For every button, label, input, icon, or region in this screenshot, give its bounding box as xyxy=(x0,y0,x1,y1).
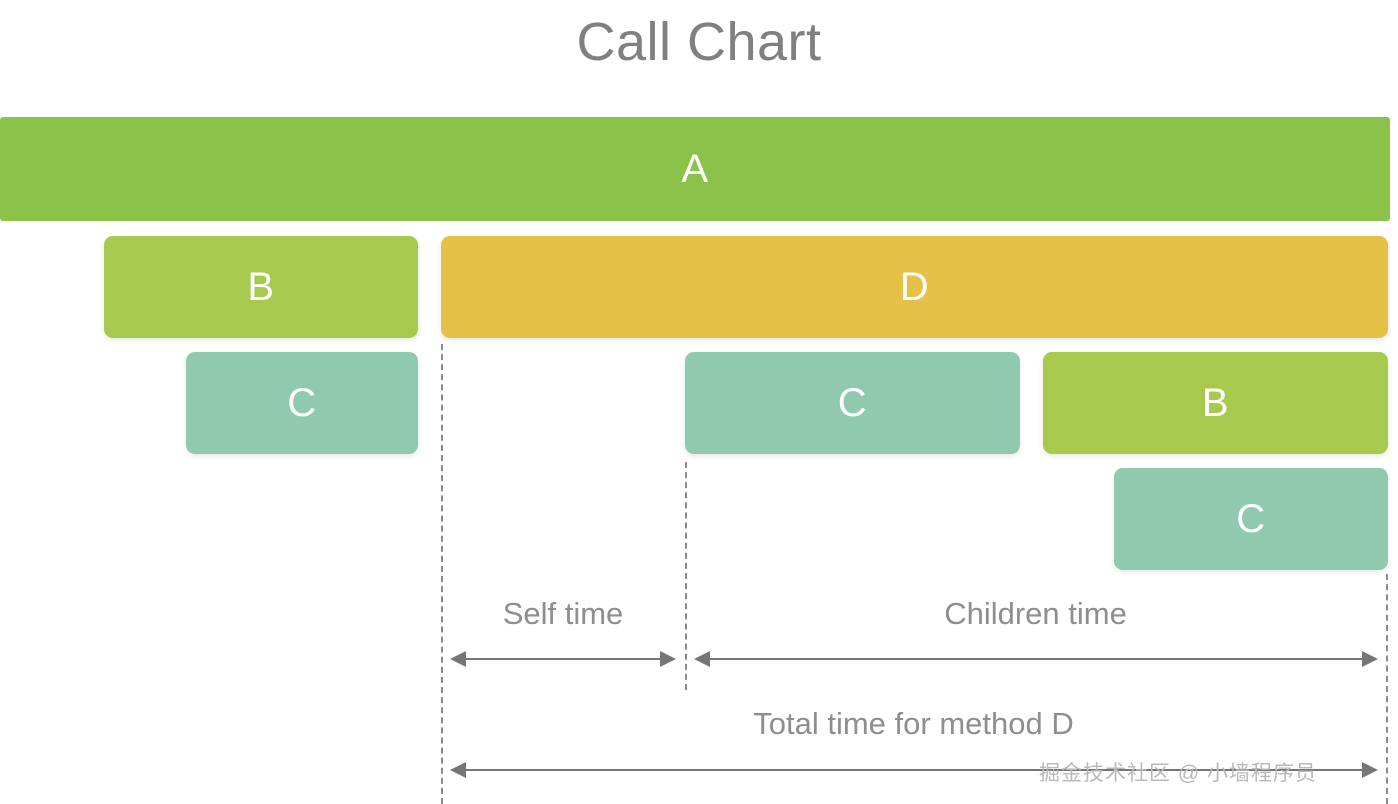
call-bar-label-c-level2-second: C xyxy=(837,381,868,425)
call-bar-d-level1[interactable]: D xyxy=(441,236,1388,338)
call-bar-b-level2[interactable]: B xyxy=(1043,352,1388,454)
arrow-head-left-icon xyxy=(450,762,466,778)
call-bar-c-level3[interactable]: C xyxy=(1114,468,1388,570)
arrow-head-right-icon xyxy=(660,651,676,667)
arrow-head-right-icon xyxy=(1362,762,1378,778)
arrow-shaft xyxy=(704,658,1368,660)
arrow-head-left-icon xyxy=(450,651,466,667)
children-time-arrow xyxy=(694,647,1378,671)
call-bar-label-d-level1: D xyxy=(899,265,930,309)
children-time-label: Children time xyxy=(944,596,1127,631)
guide-line-d-end xyxy=(1386,574,1388,804)
call-bar-label-c-level2-first: C xyxy=(287,381,317,425)
call-bar-c-level2-second[interactable]: C xyxy=(685,352,1020,454)
guide-line-d-start xyxy=(441,344,443,804)
arrow-head-right-icon xyxy=(1362,651,1378,667)
call-bar-label-a: A xyxy=(681,147,709,191)
self-time-label: Self time xyxy=(502,596,624,631)
call-bar-c-level2-first[interactable]: C xyxy=(186,352,418,454)
guide-line-self-children-split xyxy=(685,462,687,690)
self-time-arrow xyxy=(450,647,676,671)
call-bar-label-b-level2: B xyxy=(1201,381,1230,425)
call-bar-label-b-level1: B xyxy=(247,265,275,309)
call-bar-b-level1[interactable]: B xyxy=(104,236,418,338)
arrow-head-left-icon xyxy=(694,651,710,667)
call-bar-a[interactable]: A xyxy=(0,117,1390,221)
page-title: Call Chart xyxy=(576,12,822,72)
watermark: 掘金技术社区 @ 小墙程序员 xyxy=(1039,762,1317,785)
total-time-arrow xyxy=(450,758,1378,782)
call-bar-label-c-level3: C xyxy=(1236,497,1266,541)
total-time-label: Total time for method D xyxy=(753,706,1074,741)
arrow-shaft xyxy=(460,658,666,660)
arrow-shaft xyxy=(460,769,1368,771)
